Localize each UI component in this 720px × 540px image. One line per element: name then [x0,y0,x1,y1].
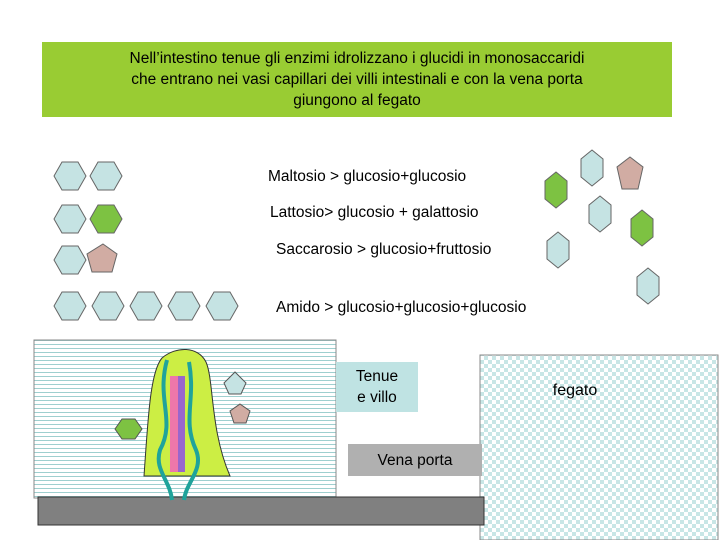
capillary-pink [170,376,178,472]
reaction-starch: Amido > glucosio+glucosio+glucosio [276,299,527,316]
galactose-near-villus [114,418,143,440]
free-galactose-1 [544,171,568,209]
tenue-villo-label: Tenue e villo [336,362,418,412]
vena-porta-label: Vena porta [348,444,482,476]
sucrose-molecule [53,243,118,275]
portal-vessel-bar [37,496,485,526]
title-banner: Nell’intestino tenue gli enzimi idrolizz… [42,42,672,117]
free-glucose-1 [580,149,604,187]
fructose-near-villus [229,403,251,424]
free-fructose-1 [616,156,644,190]
free-glucose-4 [636,267,660,305]
maltose-molecule [53,161,123,191]
free-glucose-2 [588,195,612,233]
fegato-label: fegato [552,382,598,399]
liver-area [479,354,719,540]
reaction-lactose: Lattosio> glucosio + galattosio [270,204,479,221]
glucose-near-villus [223,371,247,395]
reaction-maltose: Maltosio > glucosio+glucosio [268,168,467,185]
capillary-teal-left [156,359,174,501]
free-glucose-3 [546,231,570,269]
starch-molecule [53,291,239,321]
lactose-molecule [53,204,123,234]
reaction-sucrose: Saccarosio > glucosio+fruttosio [276,241,492,258]
capillary-purple [178,376,185,472]
capillary-teal-right [182,361,200,501]
free-galactose-2 [630,209,654,247]
